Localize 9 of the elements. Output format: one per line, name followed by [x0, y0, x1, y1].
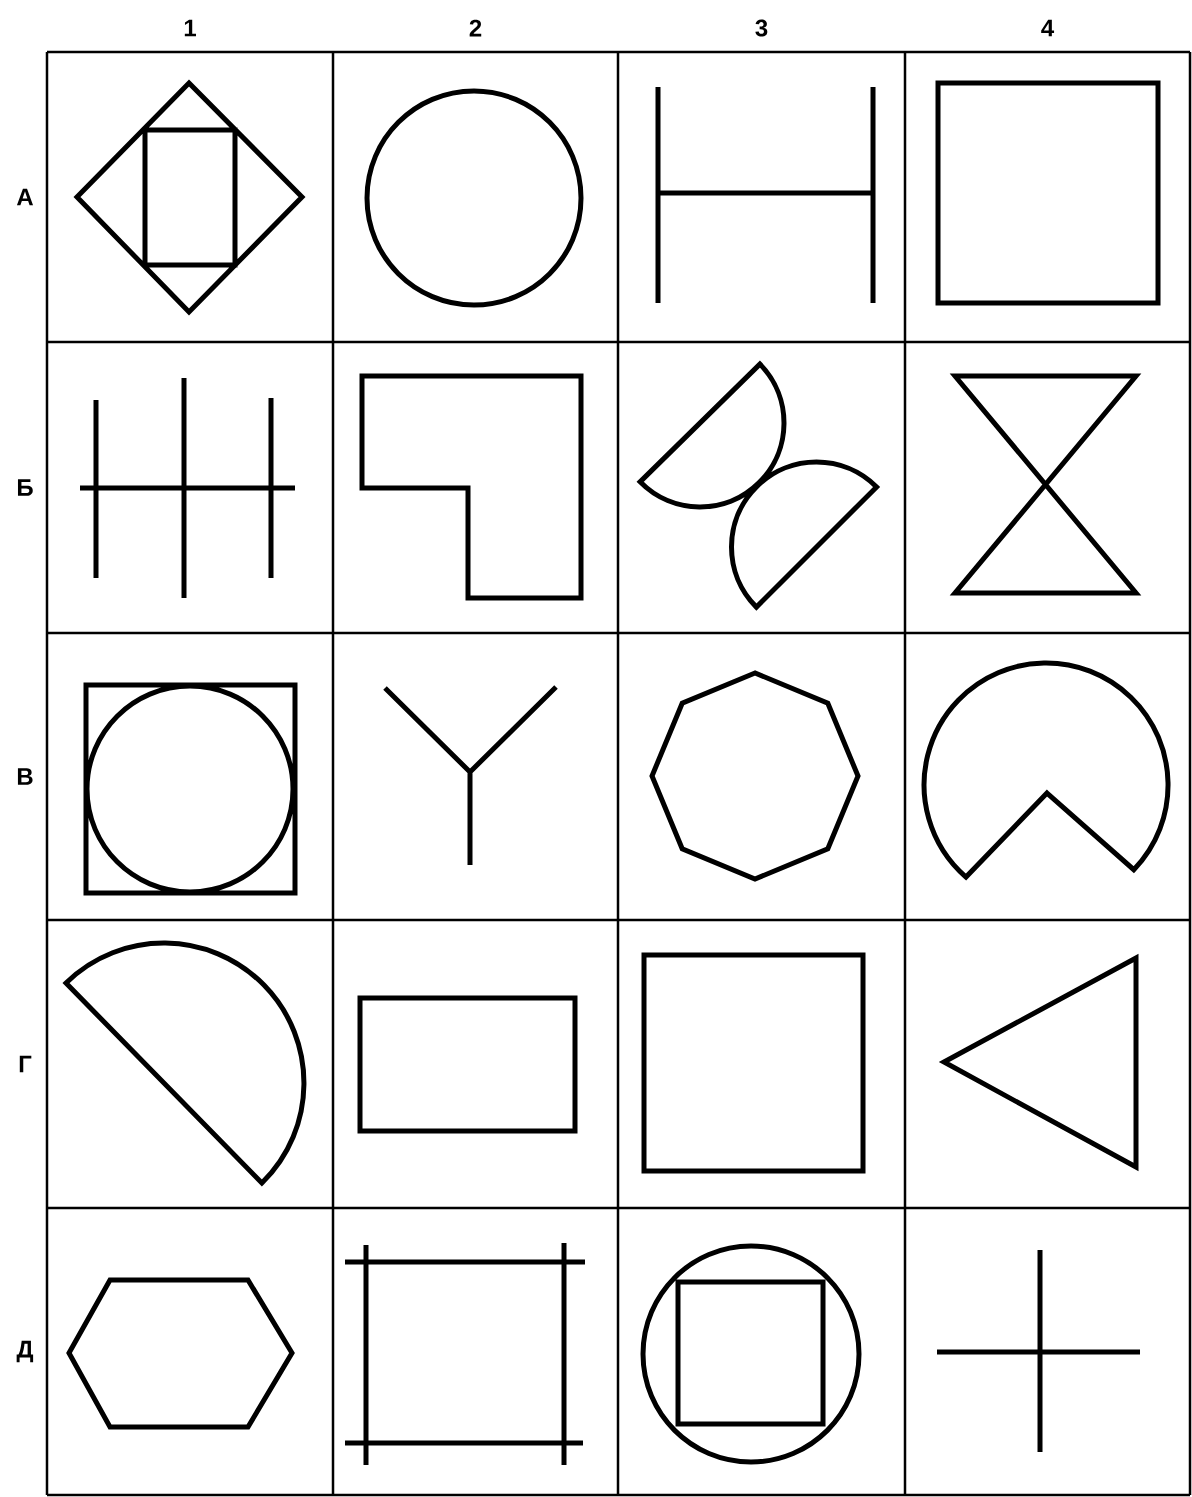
column-number: 1: [184, 19, 196, 37]
row-letter: Б: [17, 479, 33, 496]
row-letter: Г: [19, 1055, 32, 1073]
row-letter: В: [17, 768, 33, 785]
row-letter: А: [16, 188, 34, 206]
row-letter: Д: [16, 1340, 34, 1363]
column-number: 3: [755, 19, 768, 37]
column-number: 4: [1041, 19, 1055, 37]
column-number: 2: [469, 19, 482, 37]
